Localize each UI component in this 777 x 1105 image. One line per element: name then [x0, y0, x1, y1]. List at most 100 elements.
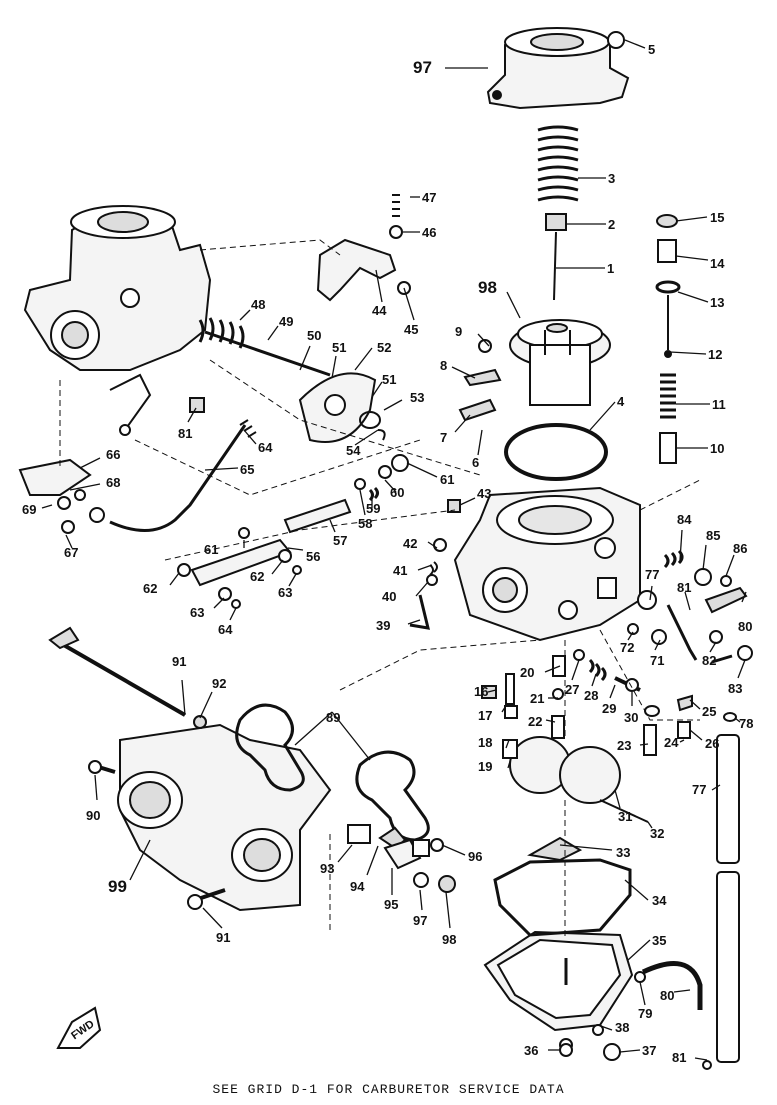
part-label: 45 [404, 322, 418, 337]
part-label: 54 [346, 443, 361, 458]
part-label: 52 [377, 340, 391, 355]
part-label: 9 [455, 324, 462, 339]
part-label: 95 [384, 897, 398, 912]
part-label: 84 [677, 512, 692, 527]
part-label: 39 [376, 618, 390, 633]
part-label: 65 [240, 462, 254, 477]
part-label: 63 [278, 585, 292, 600]
part-label: 20 [520, 665, 534, 680]
part-label: 57 [333, 533, 347, 548]
part-label: 3 [608, 171, 615, 186]
part-label: 27 [565, 682, 579, 697]
part-label: 4 [617, 394, 625, 409]
part-label: 72 [620, 640, 634, 655]
part-label: 24 [664, 735, 679, 750]
part-label: 10 [710, 441, 724, 456]
part-label: 91 [216, 930, 230, 945]
part-label: 34 [652, 893, 667, 908]
part-label: 7 [440, 430, 447, 445]
part-label: 50 [307, 328, 321, 343]
part-label: 22 [528, 714, 542, 729]
part-label: 48 [251, 297, 265, 312]
part-label: 66 [106, 447, 120, 462]
part-label: 56 [306, 549, 320, 564]
part-label: 97 [413, 913, 427, 928]
part-label: 60 [390, 485, 404, 500]
part-label: 80 [738, 619, 752, 634]
bowl-gasket-drawing [493, 858, 632, 937]
part-label: 40 [382, 589, 396, 604]
service-data-caption: SEE GRID D-1 FOR CARBURETOR SERVICE DATA [212, 1082, 565, 1097]
part-label: 11 [712, 397, 726, 412]
manifold-gasket-drawing [235, 703, 430, 842]
part-label: 38 [615, 1020, 629, 1035]
part-label: 14 [710, 256, 725, 271]
part-label: 21 [530, 691, 544, 706]
part-label: 77 [692, 782, 706, 797]
part-label: 67 [64, 545, 78, 560]
part-label: 59 [366, 501, 380, 516]
part-label: 32 [650, 826, 664, 841]
part-label: 64 [258, 440, 273, 455]
part-label: 41 [393, 563, 407, 578]
part-label: 64 [218, 622, 233, 637]
part-label: 93 [320, 861, 334, 876]
part-label: 81 [178, 426, 192, 441]
part-label: 18 [478, 735, 492, 750]
part-label: 42 [403, 536, 417, 551]
part-label: 81 [672, 1050, 686, 1065]
part-label: 17 [478, 708, 492, 723]
throttle-shaft-drawing [198, 317, 386, 443]
float-arm-drawing [527, 836, 583, 862]
part-label: 26 [705, 736, 719, 751]
part-label: 31 [618, 809, 632, 824]
part-label: 77 [645, 567, 659, 582]
part-label: 58 [358, 516, 372, 531]
part-label: 28 [584, 688, 598, 703]
part-number-labels: 5 97 3 2 1 98 4 15 14 13 12 11 10 47 46 … [22, 42, 753, 1065]
part-label: 19 [478, 759, 492, 774]
part-label: 69 [22, 502, 36, 517]
part-label: 80 [660, 988, 674, 1003]
hose-drawing [641, 961, 703, 1010]
part-label: 86 [733, 541, 747, 556]
part-label: 2 [608, 217, 615, 232]
piston-drawing [509, 319, 611, 406]
bracket-44-drawing [316, 238, 397, 302]
part-label: 85 [706, 528, 720, 543]
part-label: 94 [350, 879, 365, 894]
part-label: 1 [607, 261, 614, 276]
part-label: 79 [638, 1006, 652, 1021]
part-label: 51 [332, 340, 346, 355]
part-label: 30 [624, 710, 638, 725]
tube-drawing [716, 734, 740, 1063]
part-drawings [18, 27, 753, 1070]
part-label: 97 [413, 58, 432, 77]
part-label: 37 [642, 1043, 656, 1058]
part-label: 46 [422, 225, 436, 240]
part-label: 89 [326, 710, 340, 725]
part-label: 44 [372, 303, 387, 318]
jet-stack-drawing [655, 214, 681, 464]
screws-drawing [61, 520, 753, 910]
leader-lines [41, 39, 747, 1061]
part-label: 49 [279, 314, 293, 329]
misc-small-parts-drawing [57, 194, 712, 1070]
long-shaft-drawing [48, 626, 186, 717]
part-label: 62 [250, 569, 264, 584]
plate-66-drawing [18, 458, 92, 496]
part-label: 43 [477, 486, 491, 501]
part-label: 99 [108, 877, 127, 896]
part-label: 5 [648, 42, 655, 57]
fittings-drawing [347, 824, 456, 893]
part-label: 8 [440, 358, 447, 373]
part-label: 98 [478, 278, 497, 297]
o-ring-drawing [504, 423, 608, 481]
main-body-drawing [453, 486, 641, 642]
part-label: 25 [702, 704, 716, 719]
part-label: 78 [739, 716, 753, 731]
part-label: 51 [382, 372, 396, 387]
part-label: 16 [474, 684, 488, 699]
float-drawing [509, 736, 649, 823]
